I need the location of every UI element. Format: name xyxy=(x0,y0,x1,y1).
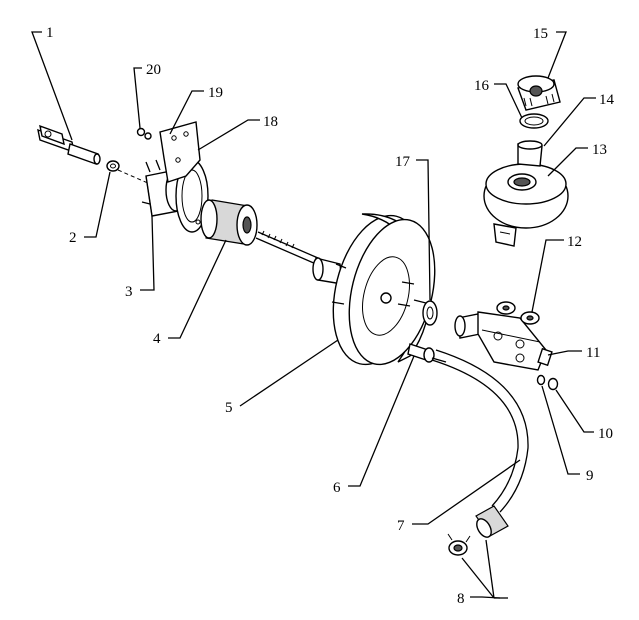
callout-3: 3 xyxy=(125,284,133,300)
part-19-gasket xyxy=(175,159,209,233)
callout-1: 1 xyxy=(46,25,54,41)
part-13-reservoir xyxy=(483,163,569,247)
callout-13: 13 xyxy=(592,142,607,158)
callout-labels: 1 2 3 4 5 6 7 8 9 10 11 12 13 14 15 16 1… xyxy=(46,25,615,607)
callout-6: 6 xyxy=(333,480,341,496)
callout-16: 16 xyxy=(474,78,490,94)
callout-9: 9 xyxy=(586,468,594,484)
part-17-seal xyxy=(422,300,438,326)
callout-11: 11 xyxy=(586,345,600,361)
part-9-seal xyxy=(536,374,546,386)
callout-5: 5 xyxy=(225,400,233,416)
callout-4: 4 xyxy=(153,331,161,347)
callout-7: 7 xyxy=(397,518,405,534)
part-18-bracket xyxy=(159,121,201,183)
callout-19: 19 xyxy=(208,85,223,101)
callout-17: 17 xyxy=(395,154,411,170)
part-11-master-cylinder xyxy=(454,311,553,371)
part-10-nut xyxy=(547,377,559,391)
part-1-clevis-rod xyxy=(37,124,101,165)
part-2-nut xyxy=(106,160,120,172)
callout-2: 2 xyxy=(69,230,77,246)
callout-10: 10 xyxy=(598,426,613,442)
callout-12: 12 xyxy=(567,234,582,250)
leader-lines xyxy=(31,31,596,599)
callout-8: 8 xyxy=(457,591,465,607)
part-7-hose xyxy=(431,349,529,513)
part-15-cap xyxy=(517,75,561,111)
part-5-brake-servo xyxy=(312,213,436,366)
callout-20: 20 xyxy=(146,62,161,78)
part-4-boot xyxy=(200,199,258,246)
threaded-pushrod xyxy=(255,230,319,265)
part-12-grommets xyxy=(496,301,540,325)
part-6-union xyxy=(407,343,447,363)
part-20-screws xyxy=(136,127,152,140)
part-16-ring xyxy=(519,113,549,129)
alignment-dash-line xyxy=(117,169,151,185)
callout-18: 18 xyxy=(263,114,278,130)
part-14-neck xyxy=(517,140,543,167)
callout-14: 14 xyxy=(599,92,615,108)
part-8-connector xyxy=(447,505,509,556)
callout-15: 15 xyxy=(533,26,548,42)
